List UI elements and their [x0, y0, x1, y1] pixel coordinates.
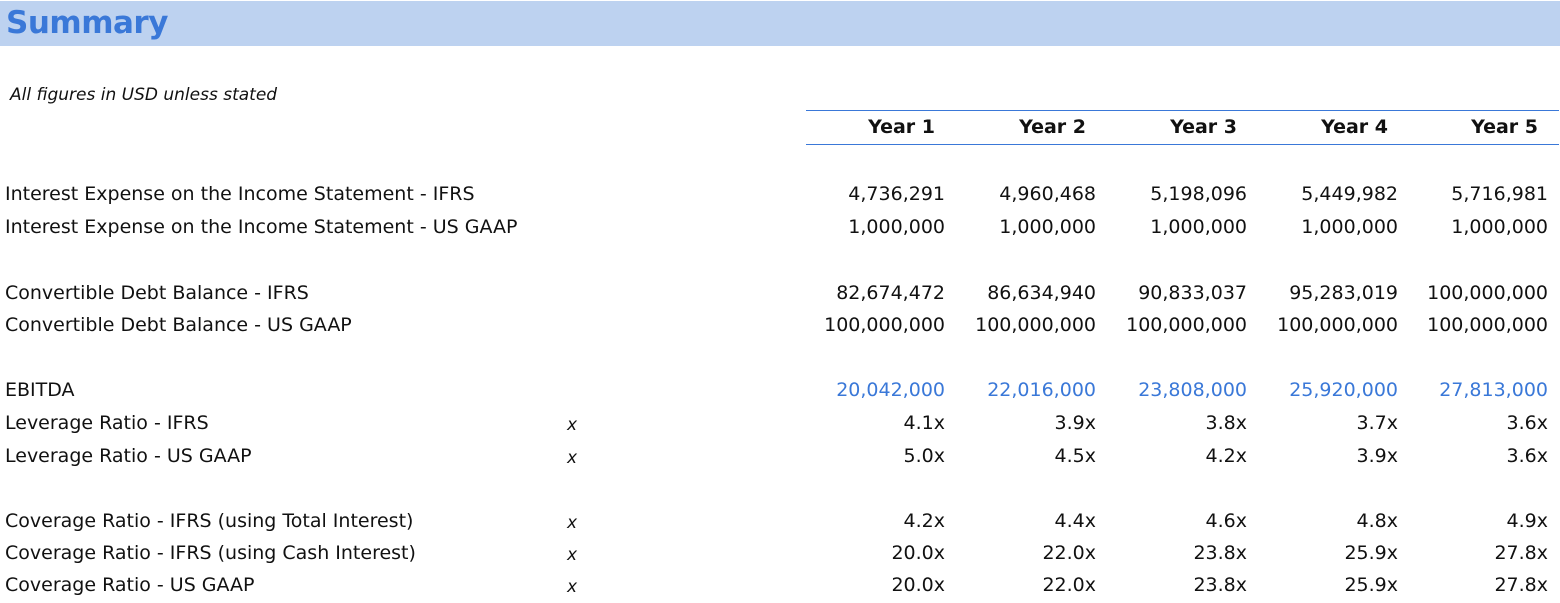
cell-value: 27.8x [1494, 574, 1548, 596]
table-row: Interest Expense on the Income Statement… [0, 213, 1560, 243]
cell-value: 1,000,000 [848, 216, 945, 238]
cell-value: 100,000,000 [1126, 314, 1247, 336]
row-unit: x [567, 415, 578, 435]
year-header: Year 2 [1019, 116, 1086, 138]
year-header: Year 4 [1321, 116, 1388, 138]
cell-value: 100,000,000 [1427, 282, 1548, 304]
cell-value: 3.9x [1054, 412, 1096, 434]
row-label: Convertible Debt Balance - IFRS [5, 282, 309, 304]
cell-value: 4.4x [1054, 510, 1096, 532]
row-label: EBITDA [5, 379, 75, 401]
currency-note: All figures in USD unless stated [10, 85, 278, 105]
cell-value: 90,833,037 [1138, 282, 1247, 304]
cell-value: 100,000,000 [1427, 314, 1548, 336]
cell-value: 3.9x [1356, 445, 1398, 467]
cell-value: 5,198,096 [1150, 183, 1247, 205]
cell-value: 23.8x [1193, 574, 1247, 596]
cell-value: 22.0x [1042, 542, 1096, 564]
cell-value: 4.2x [903, 510, 945, 532]
row-label: Interest Expense on the Income Statement… [5, 216, 518, 238]
cell-value: 5.0x [903, 445, 945, 467]
year-header: Year 3 [1170, 116, 1237, 138]
table-row: Convertible Debt Balance - IFRS 82,674,47… [0, 279, 1560, 309]
cell-value: 3.6x [1506, 445, 1548, 467]
cell-value: 4,960,468 [999, 183, 1096, 205]
row-label: Interest Expense on the Income Statement… [5, 183, 475, 205]
table-row: Coverage Ratio - US GAAP x 20.0x 22.0x 23.8x… [0, 571, 1560, 601]
cell-value: 1,000,000 [999, 216, 1096, 238]
table-row: Coverage Ratio - IFRS (using Total Inter… [0, 507, 1560, 537]
cell-value: 1,000,000 [1451, 216, 1548, 238]
cell-value: 1,000,000 [1150, 216, 1247, 238]
cell-value: 86,634,940 [987, 282, 1096, 304]
cell-value: 4,736,291 [848, 183, 945, 205]
row-label: Coverage Ratio - IFRS (using Total Inter… [5, 510, 414, 532]
cell-value: 4.1x [903, 412, 945, 434]
cell-value: 27.8x [1494, 542, 1548, 564]
cell-value: 25,920,000 [1289, 379, 1398, 401]
cell-value: 20.0x [891, 574, 945, 596]
row-unit: x [567, 545, 578, 565]
cell-value: 25.9x [1344, 542, 1398, 564]
row-unit: x [567, 448, 578, 468]
header-bottom-border [806, 144, 1559, 145]
cell-value: 25.9x [1344, 574, 1398, 596]
row-unit: x [567, 513, 578, 533]
title-bar: Summary [0, 1, 1560, 46]
table-row: Leverage Ratio - IFRS x 4.1x 3.9x 3.8x 3.7x 3.… [0, 409, 1560, 439]
cell-value: 1,000,000 [1301, 216, 1398, 238]
table-row: Coverage Ratio - IFRS (using Cash Intere… [0, 539, 1560, 569]
cell-value: 4.5x [1054, 445, 1096, 467]
cell-value: 3.7x [1356, 412, 1398, 434]
table-row: Convertible Debt Balance - US GAAP 100,00… [0, 311, 1560, 341]
cell-value: 100,000,000 [1277, 314, 1398, 336]
cell-value: 20,042,000 [836, 379, 945, 401]
cell-value: 4.8x [1356, 510, 1398, 532]
cell-value: 22,016,000 [987, 379, 1096, 401]
cell-value: 100,000,000 [975, 314, 1096, 336]
row-unit: x [567, 577, 578, 597]
cell-value: 100,000,000 [824, 314, 945, 336]
year-header: Year 5 [1471, 116, 1538, 138]
cell-value: 23.8x [1193, 542, 1247, 564]
cell-value: 20.0x [891, 542, 945, 564]
row-label: Leverage Ratio - US GAAP [5, 445, 252, 467]
cell-value: 22.0x [1042, 574, 1096, 596]
cell-value: 23,808,000 [1138, 379, 1247, 401]
row-label: Coverage Ratio - US GAAP [5, 574, 255, 596]
table-row: EBITDA 20,042,000 22,016,000 23,808,000 25,9… [0, 376, 1560, 406]
cell-value: 4.6x [1205, 510, 1247, 532]
page-title: Summary [6, 5, 168, 41]
row-label: Coverage Ratio - IFRS (using Cash Intere… [5, 542, 416, 564]
row-label: Convertible Debt Balance - US GAAP [5, 314, 352, 336]
cell-value: 4.9x [1506, 510, 1548, 532]
cell-value: 5,716,981 [1451, 183, 1548, 205]
year-header: Year 1 [868, 116, 935, 138]
cell-value: 3.6x [1506, 412, 1548, 434]
cell-value: 5,449,982 [1301, 183, 1398, 205]
cell-value: 27,813,000 [1439, 379, 1548, 401]
header-top-border [806, 110, 1559, 111]
row-label: Leverage Ratio - IFRS [5, 412, 209, 434]
cell-value: 95,283,019 [1289, 282, 1398, 304]
cell-value: 3.8x [1205, 412, 1247, 434]
cell-value: 4.2x [1205, 445, 1247, 467]
table-row: Leverage Ratio - US GAAP x 5.0x 4.5x 4.2x 3.9… [0, 442, 1560, 472]
cell-value: 82,674,472 [836, 282, 945, 304]
table-row: Interest Expense on the Income Statement… [0, 180, 1560, 210]
